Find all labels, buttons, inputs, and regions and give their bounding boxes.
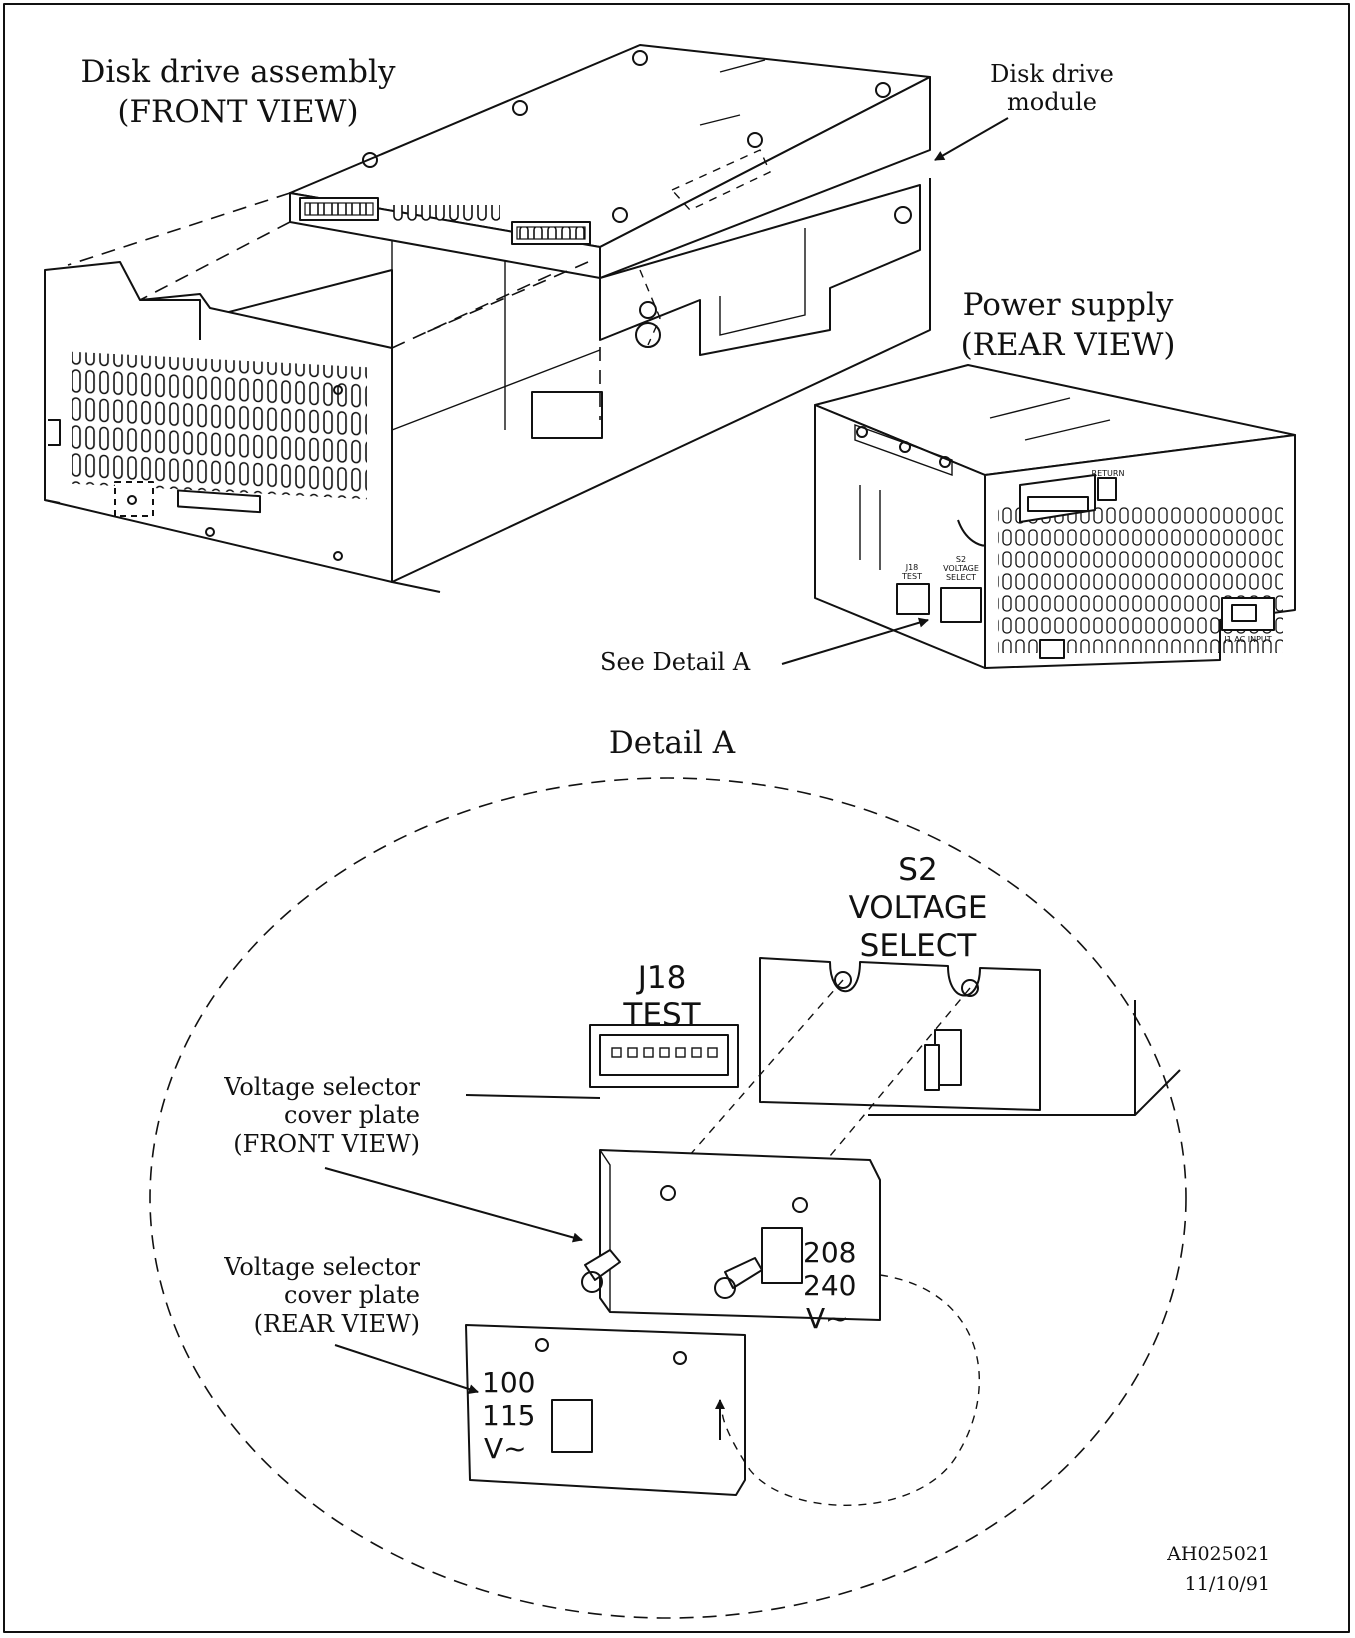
front-plate-label-2: cover plate <box>284 1101 420 1129</box>
s2-select-label: SELECT <box>860 928 978 964</box>
ps-return-label: RETURN <box>1092 469 1125 478</box>
rear-plate-label: Voltage selector <box>223 1253 420 1281</box>
ps-select-label: SELECT <box>946 573 976 582</box>
disk-drive-module-label: Disk drive <box>990 60 1114 88</box>
ps-test-label: TEST <box>901 572 922 581</box>
power-supply: J18 TEST S2 VOLTAGE SELECT RETURN J1 AC … <box>814 364 1296 669</box>
s2-voltage-label: VOLTAGE <box>849 890 988 926</box>
front-plate-label: Voltage selector <box>223 1073 420 1101</box>
power-supply-subtitle: (REAR VIEW) <box>961 327 1176 363</box>
ps-j18-label: J18 <box>905 563 919 572</box>
detail-a-outline <box>149 777 1187 1619</box>
power-supply-title: Power supply <box>963 287 1174 323</box>
j18-label: J18 <box>636 960 687 996</box>
rear-plate-arrow <box>334 1344 479 1394</box>
front-plate-voltage-2: 240 <box>803 1269 856 1302</box>
ps-voltage-label: VOLTAGE <box>943 564 979 573</box>
j18-test-label: TEST <box>622 997 701 1033</box>
s2-label: S2 <box>898 852 937 888</box>
disk-drive-assembly <box>44 44 931 593</box>
rear-plate-voltage-2: 115 <box>482 1399 535 1432</box>
front-plate-voltage-1: 208 <box>803 1236 856 1269</box>
detail-a-panel <box>465 957 1181 1506</box>
ps-s2-label: S2 <box>956 555 966 564</box>
disk-drive-module-label-2: module <box>1007 88 1097 116</box>
front-plate-arrow <box>324 1167 583 1243</box>
rear-plate-label-3: (REAR VIEW) <box>254 1310 420 1338</box>
see-detail-arrow <box>781 617 929 665</box>
front-plate-voltage-unit: V~ <box>806 1302 849 1335</box>
front-plate-label-3: (FRONT VIEW) <box>233 1130 420 1158</box>
disk-drive-module-arrow <box>934 117 1009 161</box>
disk-drive-assembly-title: Disk drive assembly <box>81 54 396 90</box>
see-detail-label: See Detail A <box>600 648 751 676</box>
rear-plate-label-2: cover plate <box>284 1281 420 1309</box>
page-border <box>3 3 1350 1633</box>
rear-plate-voltage-unit: V~ <box>484 1432 527 1465</box>
rear-plate-voltage-1: 100 <box>482 1366 535 1399</box>
document-date: 11/10/91 <box>1185 1573 1270 1595</box>
disk-drive-assembly-subtitle: (FRONT VIEW) <box>117 94 358 130</box>
detail-a-title: Detail A <box>609 725 736 761</box>
document-id: AH025021 <box>1166 1543 1270 1565</box>
ps-ac-input-label: J1 AC INPUT <box>1223 635 1271 644</box>
